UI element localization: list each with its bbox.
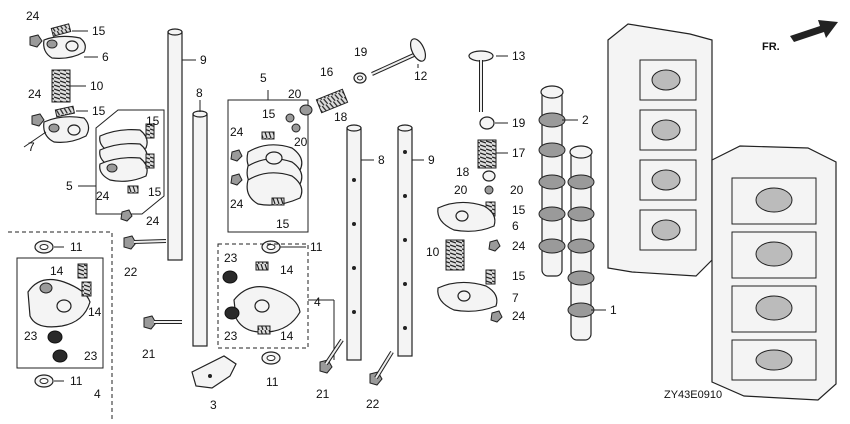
callout-label: 24 — [512, 239, 526, 253]
rocker-shaft-9 — [167, 31, 183, 261]
center-rocker-assembly — [217, 99, 335, 365]
callout-label: 4 — [94, 387, 101, 401]
callout-label: 10 — [90, 79, 104, 93]
callout-label: 23 — [224, 251, 238, 265]
callout-label: 11 — [70, 240, 83, 254]
camshafts — [538, 85, 595, 341]
callout-label: 20 — [294, 135, 308, 149]
callout-label: 14 — [280, 329, 294, 343]
callout-label: 17 — [512, 146, 526, 160]
spring-15 — [50, 23, 72, 37]
valve-and-rocker-right — [437, 50, 503, 323]
group-5-outline — [95, 109, 165, 215]
spring-10 — [445, 239, 465, 271]
callout-label: 4 — [314, 295, 321, 309]
group-4-center-outline — [217, 243, 309, 349]
front-arrow: FR. — [762, 20, 838, 53]
rocker-shaft-8 — [346, 127, 362, 361]
cylinder-head-front — [711, 145, 837, 401]
callout-label: 9 — [428, 153, 435, 167]
callout-labels: 24 15 6 10 24 15 7 15 5 24 15 24 11 22 1… — [24, 9, 617, 412]
callout-label: 23 — [24, 329, 38, 343]
rocker-shaft-8 — [192, 113, 208, 347]
callout-label: 24 — [230, 197, 244, 211]
callout-label: 15 — [276, 217, 290, 231]
retainer-19 — [479, 116, 495, 130]
callout-label: 15 — [148, 185, 162, 199]
callout-label: 24 — [28, 87, 42, 101]
callout-label: 15 — [92, 104, 106, 118]
callout-label: 20 — [510, 183, 524, 197]
left-rocker-assembly — [29, 23, 165, 222]
spring-17 — [477, 139, 497, 169]
front-arrow-icon — [790, 20, 838, 42]
callout-label: 7 — [512, 291, 519, 305]
valve-assembly — [299, 38, 427, 386]
cylinder-heads — [607, 23, 837, 401]
callout-label: 21 — [316, 387, 330, 401]
callout-label: 7 — [28, 140, 35, 154]
callout-label: 23 — [84, 349, 98, 363]
callout-label: 8 — [196, 86, 203, 100]
callout-label: 10 — [426, 245, 440, 259]
callout-label: 24 — [146, 214, 160, 228]
callout-label: 14 — [50, 264, 64, 278]
callout-label: 15 — [512, 203, 526, 217]
callout-label: 15 — [512, 269, 526, 283]
callout-label: 12 — [414, 69, 428, 83]
leader-lines — [23, 30, 606, 382]
spring-10 — [51, 69, 71, 103]
callout-label: 14 — [280, 263, 294, 277]
front-marker-label: FR. — [762, 41, 780, 53]
callout-label: 24 — [26, 9, 40, 23]
callout-label: 11 — [70, 374, 83, 388]
nut-24 — [29, 34, 43, 48]
callout-label: 19 — [512, 116, 526, 130]
callout-label: 20 — [454, 183, 468, 197]
callout-label: 3 — [210, 398, 217, 412]
callout-label: 23 — [224, 329, 238, 343]
callout-label: 13 — [512, 49, 526, 63]
diagram-code: ZY43E0910 — [664, 389, 722, 401]
callout-label: 18 — [334, 110, 348, 124]
rocker-arm-7 — [43, 116, 90, 143]
bracket-3 — [191, 355, 237, 389]
lower-left-assembly — [8, 231, 237, 420]
group-4-outline — [16, 257, 104, 369]
callout-label: 5 — [66, 179, 73, 193]
callout-label: 24 — [230, 125, 244, 139]
callout-label: 18 — [456, 165, 470, 179]
callout-label: 24 — [96, 189, 110, 203]
callout-label: 15 — [262, 107, 276, 121]
spring-16 — [315, 88, 349, 114]
callout-label: 1 — [610, 303, 617, 317]
callout-label: 14 — [88, 305, 102, 319]
callout-label: 15 — [146, 114, 160, 128]
callout-label: 2 — [582, 113, 589, 127]
callout-label: 20 — [288, 87, 302, 101]
callout-label: 9 — [200, 53, 207, 67]
rocker-shafts-left — [167, 28, 208, 347]
callout-label: 11 — [266, 375, 279, 389]
callout-label: 6 — [512, 219, 519, 233]
callout-label: 11 — [310, 240, 323, 254]
spring-15 — [54, 105, 76, 118]
callout-label: 21 — [142, 347, 156, 361]
callout-label: 22 — [366, 397, 380, 411]
callout-label: 5 — [260, 71, 267, 85]
callout-label: 19 — [354, 45, 368, 59]
callout-label: 22 — [124, 265, 138, 279]
callout-label: 16 — [320, 65, 334, 79]
callout-label: 24 — [512, 309, 526, 323]
nut-24 — [31, 113, 45, 127]
callout-label: 8 — [378, 153, 385, 167]
valve-13 — [468, 50, 494, 62]
callout-label: 15 — [92, 24, 106, 38]
callout-label: 6 — [102, 50, 109, 64]
